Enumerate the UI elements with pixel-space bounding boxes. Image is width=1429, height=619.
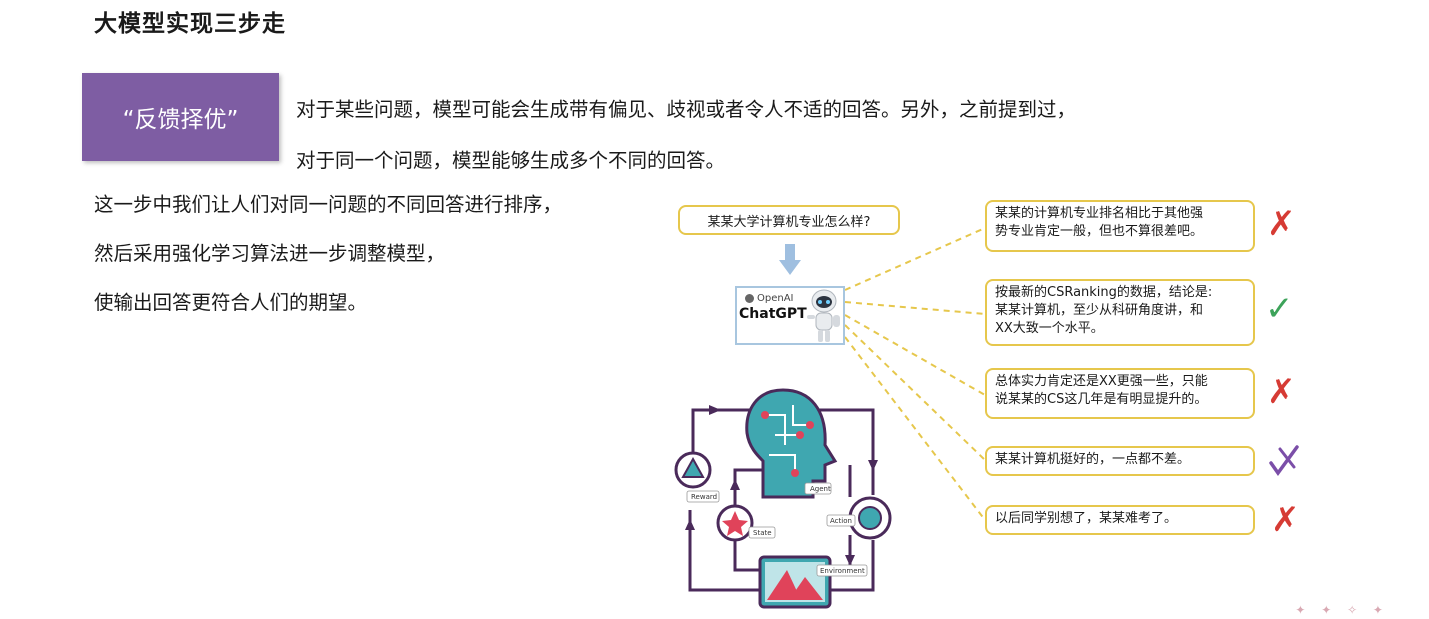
answer-line: 势专业肯定一般，但也不算很差吧。	[995, 224, 1204, 239]
step-tag: “反馈择优”	[82, 73, 279, 161]
reward-label: Reward	[691, 493, 717, 501]
cross-icon: ✗	[1267, 372, 1296, 412]
answer-line: 以后同学别想了，某某难考了。	[995, 511, 1178, 526]
check-icon: ✓	[1265, 289, 1294, 329]
answer-box: 总体实力肯定还是XX更强一些，只能 说某某的CS这几年是有明显提升的。	[985, 368, 1255, 419]
intro-line: 对于某些问题，模型可能会生成带有偏见、歧视或者令人不适的回答。另外，之前提到过，	[296, 98, 1077, 121]
answer-box: 某某计算机挺好的，一点都不差。	[985, 446, 1255, 476]
chatgpt-box: OpenAI ChatGPT	[735, 286, 845, 345]
answer-line: 某某的计算机专业排名相比于其他强	[995, 206, 1204, 221]
body-line: 使输出回答更符合人们的期望。	[94, 291, 368, 314]
body-paragraph: 这一步中我们让人们对同一问题的不同回答进行排序， 然后采用强化学习算法进一步调整…	[94, 180, 562, 327]
openai-logo: OpenAI	[745, 293, 794, 304]
answer-box: 以后同学别想了，某某难考了。	[985, 505, 1255, 535]
body-line: 这一步中我们让人们对同一问题的不同回答进行排序，	[94, 193, 563, 216]
connector-line	[844, 301, 986, 315]
answer-line: 某某计算机挺好的，一点都不差。	[995, 452, 1191, 467]
connector-line	[844, 227, 986, 291]
cross-icon: ✗	[1271, 500, 1300, 540]
action-label: Action	[830, 517, 852, 525]
answer-line: 某某计算机，至少从科研角度讲，和	[995, 303, 1204, 318]
answer-box: 按最新的CSRanking的数据，结论是: 某某计算机，至少从科研角度讲，和 X…	[985, 279, 1255, 346]
page-title: 大模型实现三步走	[94, 11, 286, 37]
answer-line: 说某某的CS这几年是有明显提升的。	[995, 392, 1208, 407]
connector-line	[844, 314, 986, 396]
answer-line: 按最新的CSRanking的数据，结论是:	[995, 285, 1213, 300]
environment-label: Environment	[820, 567, 865, 575]
answer-line: 总体实力肯定还是XX更强一些，只能	[995, 374, 1208, 389]
chatgpt-label: ChatGPT	[739, 306, 807, 322]
decorative-sparkles-icon: ✦ ✦ ✧ ✦	[1295, 603, 1389, 617]
openai-label: OpenAI	[757, 293, 794, 304]
intro-paragraph: 对于某些问题，模型可能会生成带有偏见、歧视或者令人不适的回答。另外，之前提到过，…	[296, 84, 1286, 186]
openai-icon	[745, 294, 754, 303]
agent-label: Agent	[810, 485, 831, 493]
check-cross-icon	[1269, 445, 1299, 477]
connector-line	[844, 336, 986, 521]
question-box: 某某大学计算机专业怎么样?	[678, 205, 900, 235]
answer-box: 某某的计算机专业排名相比于其他强 势专业肯定一般，但也不算很差吧。	[985, 200, 1255, 252]
rl-cycle-diagram: Agent Reward State Action Environment	[674, 388, 892, 609]
body-line: 然后采用强化学习算法进一步调整模型，	[94, 242, 446, 265]
state-label: State	[753, 529, 772, 537]
answer-line: XX大致一个水平。	[995, 321, 1104, 336]
cross-icon: ✗	[1267, 204, 1296, 244]
down-arrow-icon	[779, 244, 801, 275]
intro-line: 对于同一个问题，模型能够生成多个不同的回答。	[296, 149, 726, 172]
robot-icon	[807, 289, 840, 342]
agent-head-icon	[745, 388, 838, 499]
